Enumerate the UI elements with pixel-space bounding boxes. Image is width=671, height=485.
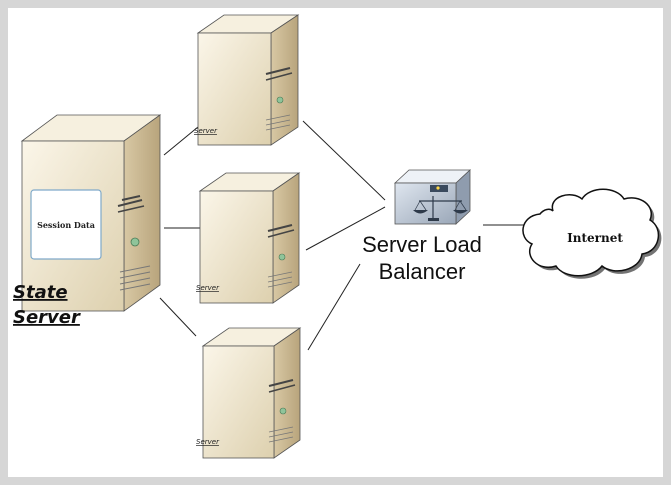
web-server-3 bbox=[201, 327, 302, 459]
state-server: Session Data bbox=[20, 114, 162, 312]
power-led-icon bbox=[279, 407, 287, 415]
session-data-label: Session Data bbox=[37, 220, 95, 230]
web-server-3-label: Server bbox=[196, 438, 220, 446]
web-server-2 bbox=[198, 172, 301, 304]
load-balancer-label-line2: Balancer bbox=[379, 259, 466, 284]
power-led-icon bbox=[276, 96, 284, 104]
session-data-panel bbox=[30, 189, 102, 260]
state-server-label-line2: Server bbox=[13, 307, 81, 328]
state-server-label-line1: State bbox=[13, 282, 68, 303]
link-server-3-to-balancer bbox=[307, 263, 361, 351]
link-state-to-server-3 bbox=[159, 297, 197, 337]
web-server-1 bbox=[196, 14, 300, 146]
web-server-1-label: Server bbox=[194, 127, 218, 135]
power-led-icon bbox=[130, 237, 140, 247]
power-led-icon bbox=[278, 253, 286, 261]
web-server-2-label: Server bbox=[196, 284, 220, 292]
link-state-to-server-1 bbox=[163, 126, 199, 156]
internet-cloud-icon bbox=[522, 188, 662, 279]
link-server-1-to-balancer bbox=[302, 120, 386, 201]
internet-label: Internet bbox=[567, 231, 623, 245]
link-server-2-to-balancer bbox=[305, 206, 386, 251]
load-balancer-label-line1: Server Load bbox=[362, 232, 482, 257]
load-balancer-icon bbox=[393, 169, 472, 225]
